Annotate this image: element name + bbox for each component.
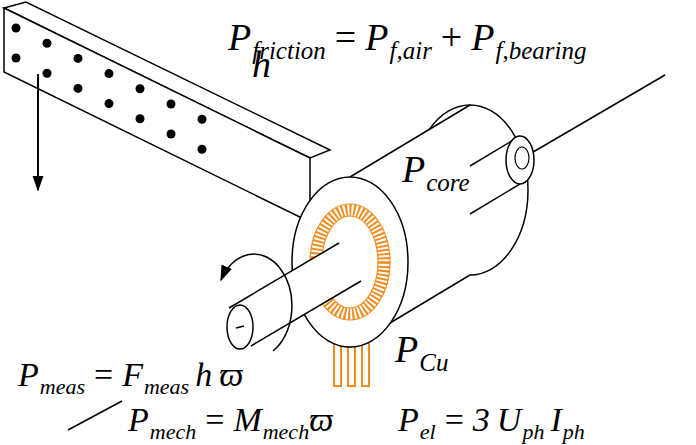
rear-hub <box>515 147 529 169</box>
formula-symbol: = <box>205 401 224 438</box>
formula-symbol: P <box>395 328 419 370</box>
subscript: mech <box>150 419 196 444</box>
formula-symbol: h <box>195 356 213 393</box>
formula-symbol: P <box>471 16 495 58</box>
arm-hole <box>74 84 83 93</box>
rear-cap-edge <box>470 184 520 214</box>
formula-symbol: P <box>365 16 389 58</box>
formula-symbol: = <box>445 401 464 438</box>
arm-hole <box>43 69 52 78</box>
subscript: ph <box>563 419 585 444</box>
formula-symbol: ϖ <box>219 356 244 393</box>
subscript: el <box>420 419 436 444</box>
subscript: meas <box>40 374 85 399</box>
rear-shaft <box>528 75 665 155</box>
formula-symbol: = <box>335 16 356 58</box>
subscript: mech <box>263 419 309 444</box>
arm-hole <box>136 114 145 123</box>
shaft-end <box>227 305 253 349</box>
arm-holes <box>12 24 207 154</box>
formula-label: h <box>252 45 272 83</box>
formula-symbol: U <box>497 401 523 438</box>
formula-symbol: h <box>252 43 272 85</box>
formula-symbol: P <box>18 356 40 393</box>
formula-symbol: I <box>550 401 562 438</box>
arm-hole <box>167 130 176 139</box>
arm-hole <box>198 115 207 124</box>
formula-symbol: P <box>128 401 150 438</box>
rotation-arrow <box>221 254 292 351</box>
subscript: Cu <box>419 349 448 376</box>
arm-hole <box>74 54 83 63</box>
formula-symbol: + <box>441 16 462 58</box>
subscript: ph <box>522 419 544 444</box>
arm-hole <box>12 24 21 33</box>
subscript: meas <box>144 374 189 399</box>
arm-hole <box>105 99 114 108</box>
axis-line <box>68 401 122 430</box>
formula-symbol: 3 <box>473 401 491 438</box>
formula-label: Pfriction=Pf,air+Pf,bearing <box>228 18 586 63</box>
formula-label: Pmeas=Fmeashϖ <box>18 358 244 398</box>
formula-label: Pmech=Mmechϖ <box>128 403 334 443</box>
formula-label: Pcore <box>402 150 470 195</box>
formula-symbol: ϖ <box>309 401 334 438</box>
subscript: f,bearing <box>496 37 587 64</box>
arm-hole <box>198 145 207 154</box>
arm-hole <box>43 39 52 48</box>
formula-symbol: P <box>228 16 252 58</box>
shaft-edge <box>251 281 361 346</box>
subscript: core <box>426 169 470 196</box>
formula-label: PCu <box>395 330 448 375</box>
formula-symbol: = <box>94 356 113 393</box>
arm-hole <box>167 100 176 109</box>
arm-hole <box>136 84 145 93</box>
rear-cap <box>506 136 534 184</box>
formula-symbol: P <box>398 401 420 438</box>
formula-symbol: F <box>122 356 144 393</box>
formula-symbol: P <box>402 148 426 190</box>
arm-hole <box>105 69 114 78</box>
subscript: f,air <box>389 37 431 64</box>
shaft-mark <box>236 326 244 328</box>
force-arrow <box>37 74 39 190</box>
formula-label: Pel =3UphIph <box>398 403 585 443</box>
formula-symbol: M <box>233 401 262 438</box>
arm-hole <box>12 54 21 63</box>
